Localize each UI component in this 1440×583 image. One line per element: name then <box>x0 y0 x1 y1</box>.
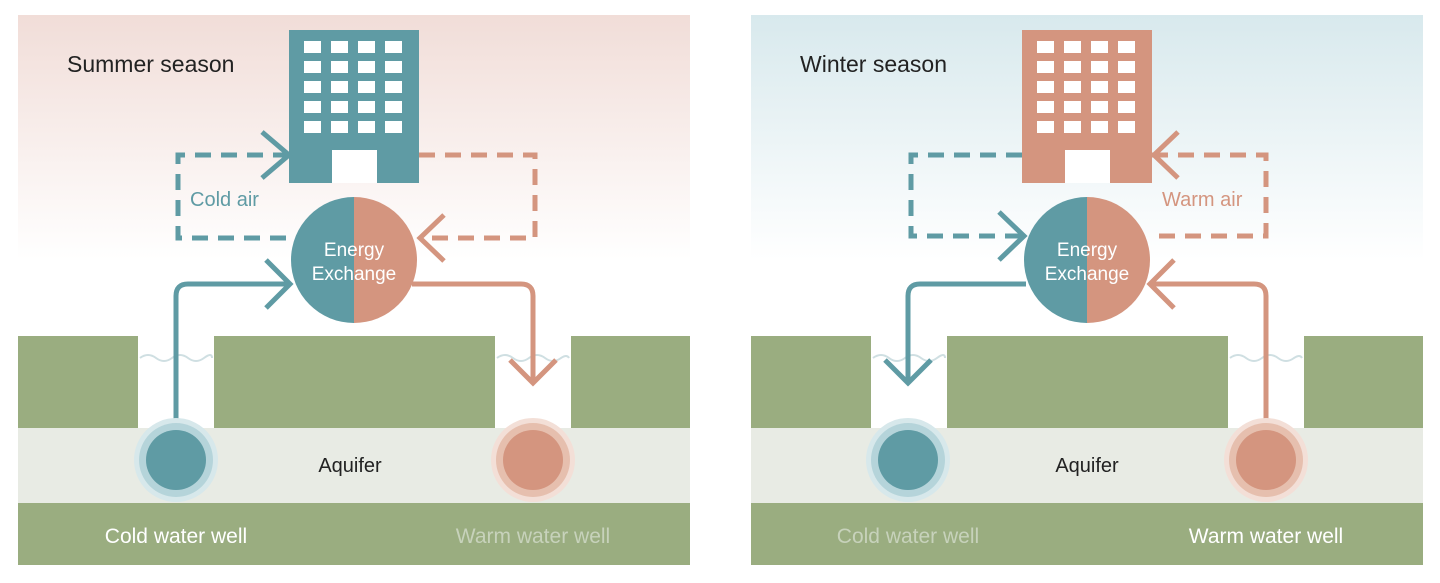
warm-water-well-label: Warm water well <box>456 525 610 548</box>
energy-exchange-label-line2: Exchange <box>1045 264 1130 285</box>
summer-title: Summer season <box>67 51 234 77</box>
arrowhead-icon <box>1150 130 1180 180</box>
ground-block <box>947 336 1228 428</box>
warm-air-loop <box>1150 152 1269 239</box>
aquifer-label: Aquifer <box>318 455 382 477</box>
aquifer-layer <box>18 428 690 503</box>
cold-air-label: Cold air <box>190 189 259 211</box>
winter-title: Winter season <box>800 51 947 77</box>
arrowhead-icon <box>264 258 294 310</box>
arrowhead-icon <box>416 213 446 263</box>
ground-bottom <box>751 503 1423 565</box>
warm-water-pipe <box>412 281 536 382</box>
warm-water-pipe <box>1150 281 1269 420</box>
cold-water-well-label: Cold water well <box>837 525 979 548</box>
energy-exchange-label-line1: Energy <box>324 240 385 261</box>
winter-panel: Winter season Warm air Energy Exchange A… <box>751 15 1423 565</box>
arrowhead-icon <box>997 210 1028 262</box>
warm-water-well-icon <box>1224 418 1308 502</box>
warm-air-loop <box>419 152 538 241</box>
water-ripple <box>1229 354 1303 362</box>
ground-block <box>571 336 690 428</box>
cold-water-well-icon <box>134 418 218 502</box>
aquifer-label: Aquifer <box>1055 455 1119 477</box>
ground-block <box>214 336 495 428</box>
warm-water-well-label: Warm water well <box>1189 525 1343 548</box>
ground-block <box>751 336 871 428</box>
ground-bottom <box>18 503 690 565</box>
warm-air-label: Warm air <box>1162 189 1243 211</box>
water-ripple <box>496 354 570 362</box>
arrowhead-icon <box>260 130 293 180</box>
cold-air-loop <box>908 152 1024 239</box>
energy-exchange-label-line1: Energy <box>1057 240 1118 261</box>
cold-water-pipe <box>173 281 290 420</box>
arrowhead-icon <box>883 358 933 387</box>
arrowhead-icon <box>508 358 558 387</box>
cold-air-loop <box>175 152 290 241</box>
energy-exchange-icon <box>1024 197 1150 323</box>
ground-block <box>1304 336 1423 428</box>
water-ripple <box>872 354 946 362</box>
cold-water-well-icon <box>866 418 950 502</box>
cold-water-pipe <box>905 281 1026 382</box>
cold-water-well-label: Cold water well <box>105 525 247 548</box>
warm-water-well-icon <box>491 418 575 502</box>
building-icon <box>289 30 419 183</box>
building-icon <box>1022 30 1152 183</box>
summer-panel: Summer season Cold air Energy Exchange A… <box>18 15 690 565</box>
water-ripple <box>139 354 213 362</box>
aquifer-layer <box>751 428 1423 503</box>
energy-exchange-label-line2: Exchange <box>312 264 397 285</box>
energy-exchange-icon <box>291 197 417 323</box>
arrowhead-icon <box>1146 258 1176 310</box>
ground-block <box>18 336 138 428</box>
